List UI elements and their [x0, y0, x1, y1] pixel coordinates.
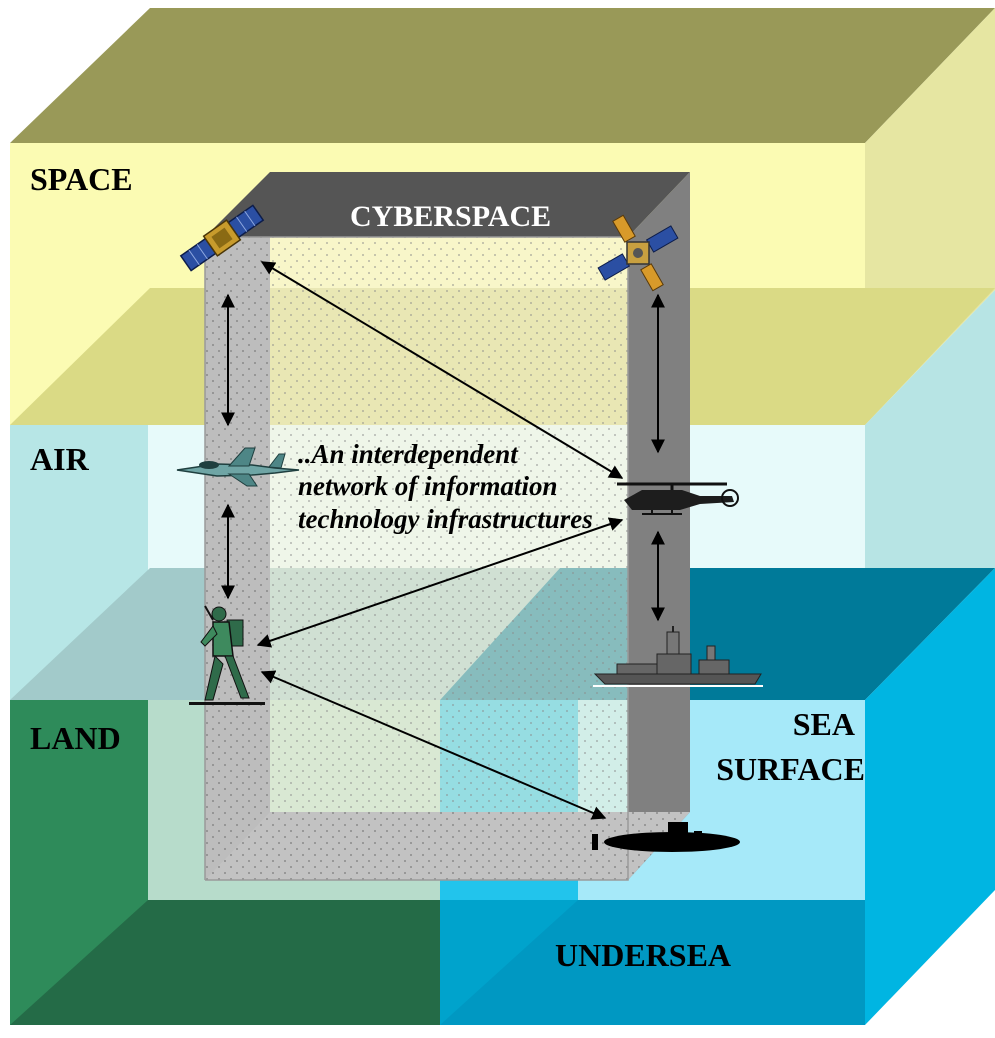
satellite-icon — [597, 214, 679, 292]
arrow-satellite-to-helicopter — [260, 261, 624, 479]
air-label: AIR — [30, 441, 90, 477]
soldier-icon — [189, 605, 265, 705]
arrow-soldier-to-submarine — [260, 670, 607, 820]
space-label: SPACE — [30, 161, 133, 197]
land-bottom-face — [10, 900, 440, 1025]
undersea-bottom-face — [440, 900, 865, 1025]
submarine-icon — [592, 822, 740, 852]
tagline-line-2: network of information — [298, 471, 558, 501]
helicopter-icon — [617, 482, 739, 515]
cyberspace-label: CYBERSPACE — [350, 200, 551, 233]
satellite-icon — [179, 204, 265, 272]
arrow-soldier-to-helicopter — [256, 517, 624, 648]
tagline-line-1: ..An interdependent — [298, 439, 519, 469]
tagline-line-3: technology infrastructures — [298, 504, 593, 534]
warship-icon — [593, 626, 763, 687]
land-label: LAND — [30, 720, 121, 756]
sea-surface-label: SURFACE — [716, 751, 865, 787]
sea-label: SEA — [793, 706, 855, 742]
space-top-face — [10, 8, 995, 143]
fighter-jet-icon — [176, 447, 300, 487]
link-arrows — [221, 261, 665, 820]
undersea-label: UNDERSEA — [555, 937, 731, 973]
cyberspace-right-post — [628, 172, 690, 880]
cyberspace-top-face — [205, 172, 690, 237]
sea-right-face — [865, 568, 995, 1025]
